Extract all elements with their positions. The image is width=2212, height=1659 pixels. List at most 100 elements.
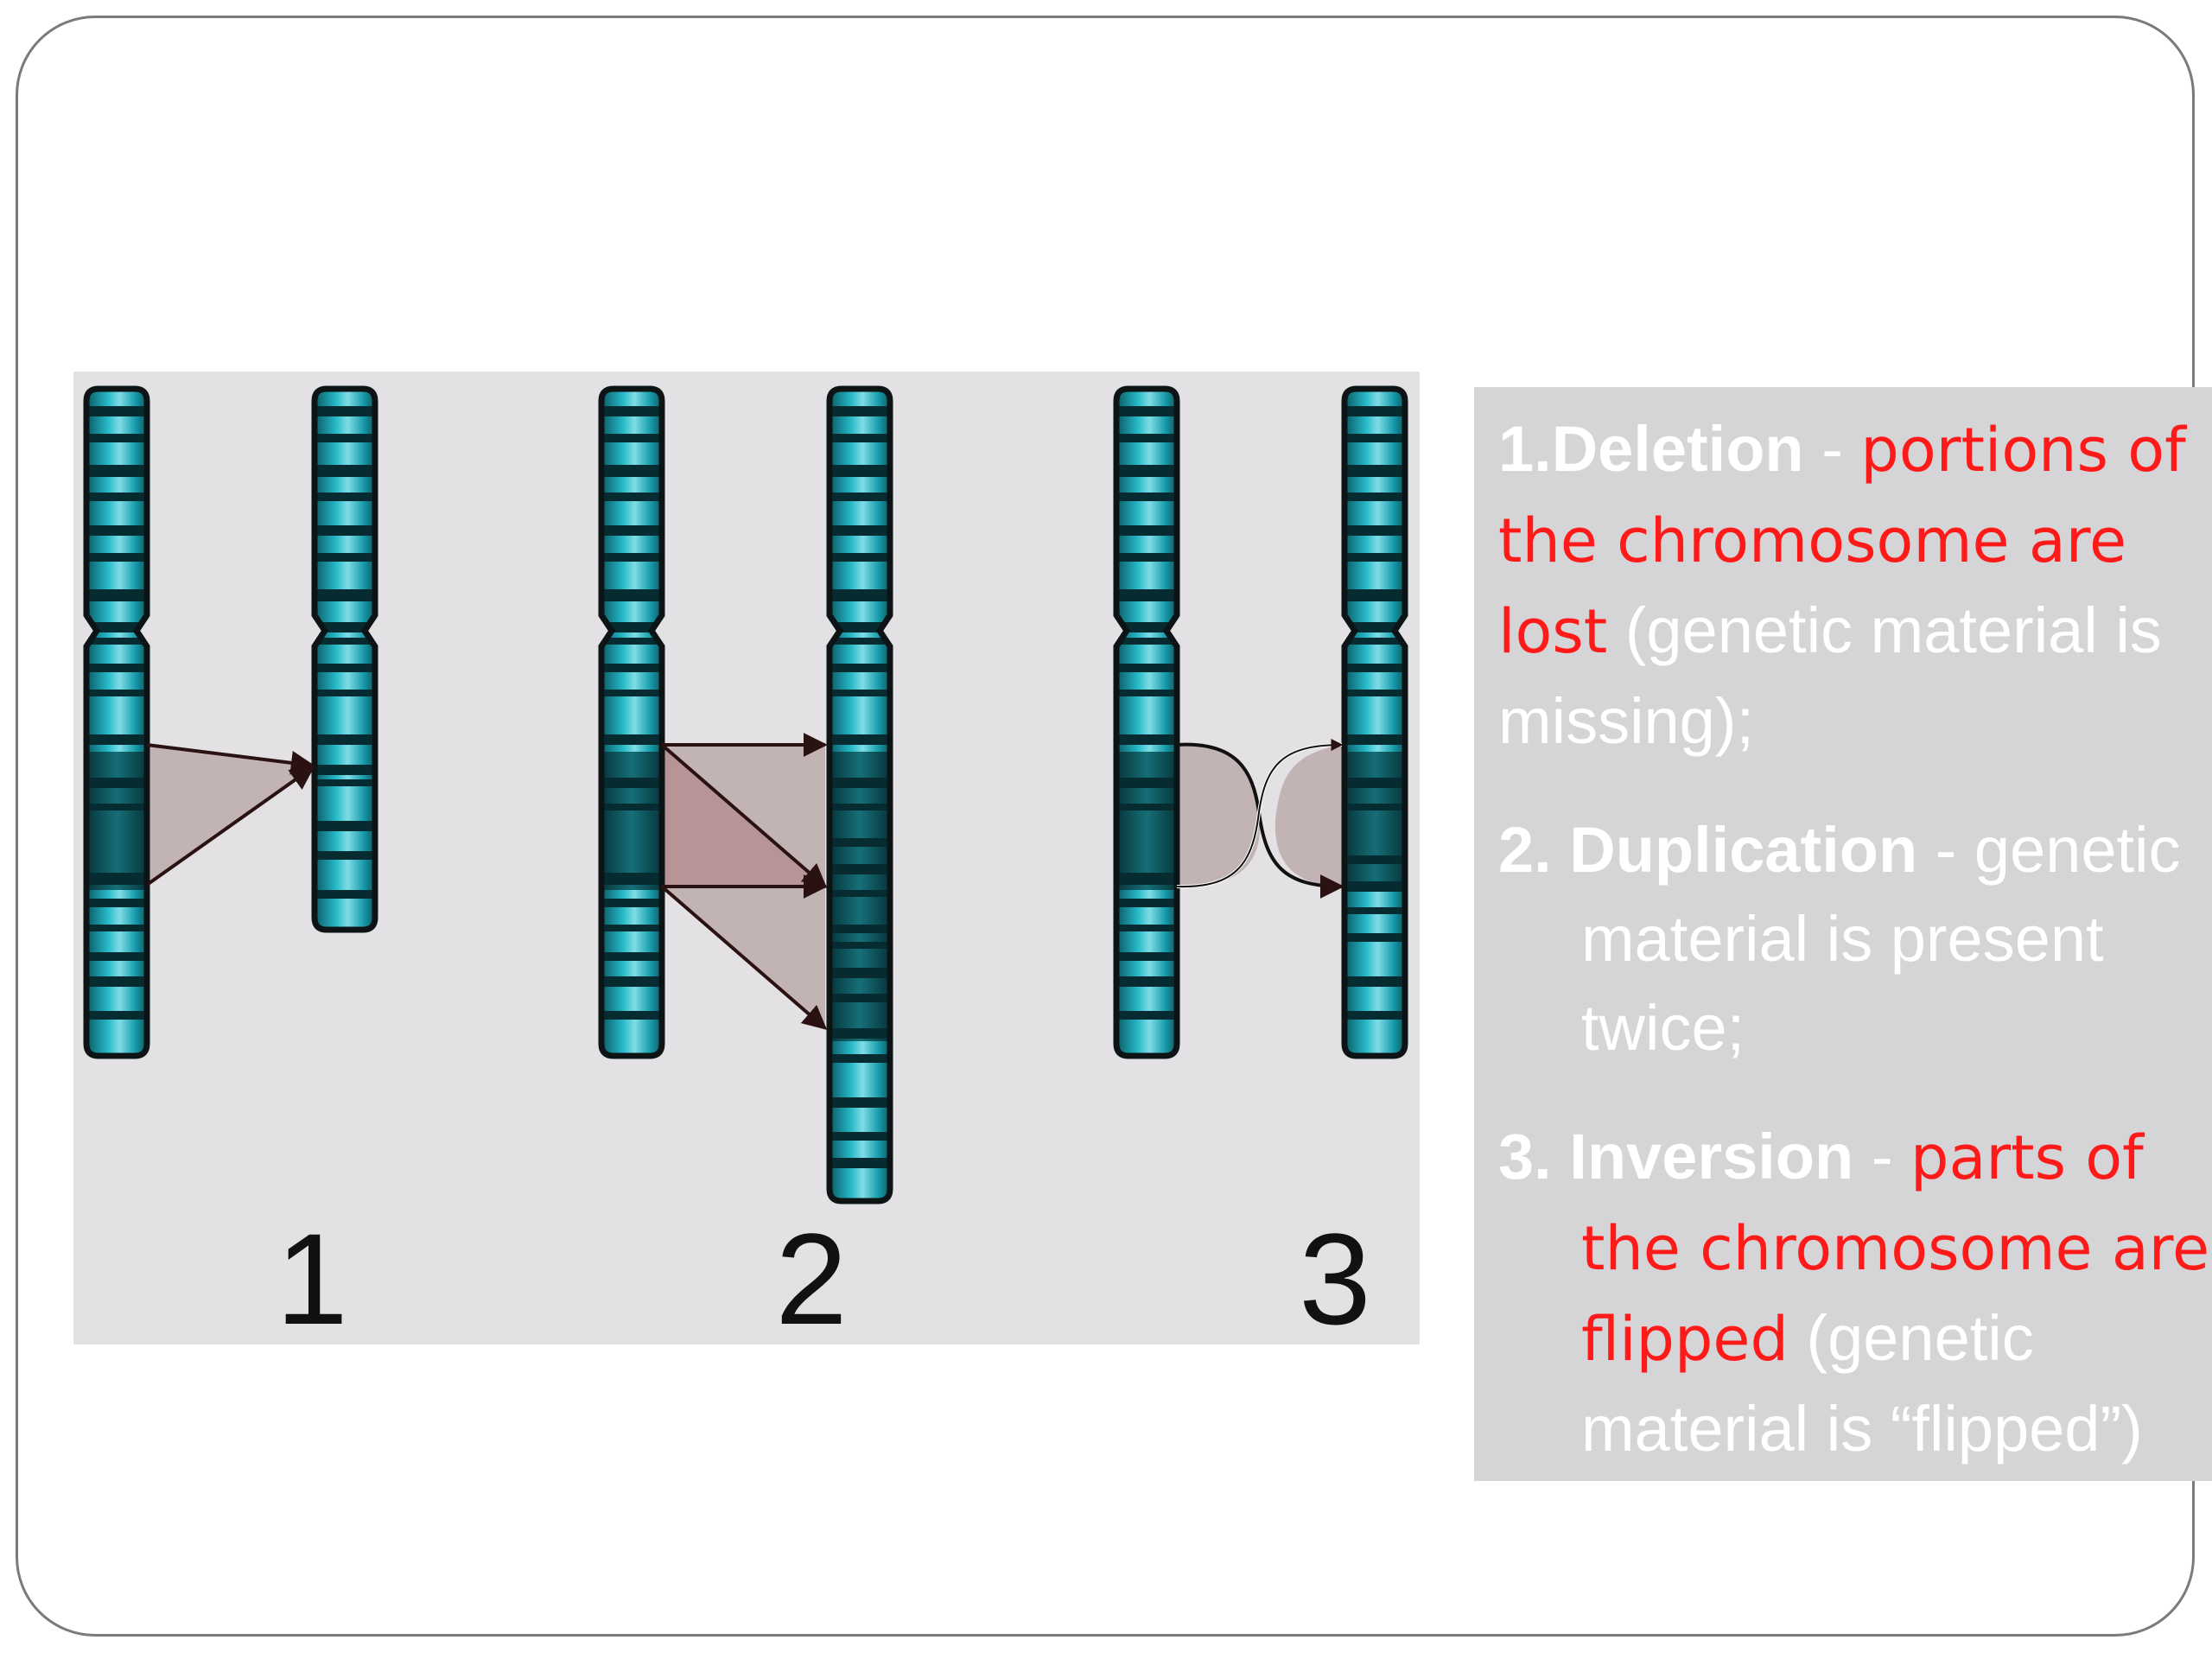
chromosome-band bbox=[1116, 778, 1177, 788]
description-deletion: 1.Deletion - portions of the chromosome … bbox=[1498, 404, 2212, 766]
chromosome-band bbox=[830, 1097, 890, 1108]
chromosome-band bbox=[601, 525, 662, 536]
chromosome-band bbox=[1344, 778, 1405, 788]
chromosome-band bbox=[315, 638, 375, 645]
chromosome-1b bbox=[311, 385, 378, 933]
chromosome-band bbox=[830, 864, 890, 874]
chromosome-band bbox=[1344, 907, 1405, 914]
chromosome-band bbox=[1116, 638, 1177, 645]
arrow-deletion-upper bbox=[146, 743, 315, 775]
chromosome-band bbox=[315, 493, 375, 501]
highlight-deletion: portions of the chromosome are lost bbox=[1498, 415, 2186, 667]
chromosome-band bbox=[830, 690, 890, 696]
term-deletion: 1.Deletion bbox=[1498, 413, 1804, 485]
chromosome-band bbox=[830, 406, 890, 416]
label-deletion-number: 1 bbox=[276, 1206, 348, 1351]
chromosome-band bbox=[315, 690, 375, 696]
chromosome-1a-dark-region bbox=[86, 752, 147, 890]
chromosome-band bbox=[601, 434, 662, 442]
chromosome-band bbox=[1344, 664, 1405, 672]
chromosome-band bbox=[601, 553, 662, 562]
chromosome-band bbox=[601, 976, 662, 987]
chromosome-band bbox=[830, 1158, 890, 1168]
chromosome-band bbox=[601, 925, 662, 931]
chromosome-band bbox=[86, 465, 147, 477]
chromosome-band bbox=[830, 622, 890, 632]
arrow-duplication-lower bbox=[660, 885, 828, 1030]
chromosome-band bbox=[315, 664, 375, 672]
chromosome-band bbox=[1116, 664, 1177, 672]
chromosome-band bbox=[315, 765, 375, 775]
chromosome-3a bbox=[1113, 385, 1180, 1059]
chromosome-band bbox=[830, 525, 890, 536]
chromosome-band bbox=[601, 690, 662, 696]
chromosome-band bbox=[1344, 881, 1405, 892]
chromosome-band bbox=[1344, 553, 1405, 562]
chromosome-band bbox=[1116, 952, 1177, 961]
chromosome-band bbox=[830, 925, 890, 933]
chromosome-band bbox=[1116, 553, 1177, 562]
chromosome-band bbox=[1116, 804, 1177, 810]
description-duplication: 2. Duplication - genetic material is pre… bbox=[1498, 805, 2212, 1072]
chromosome-band bbox=[86, 493, 147, 501]
chromosome-band bbox=[86, 622, 147, 632]
chromosome-band bbox=[601, 664, 662, 672]
chromosome-band bbox=[1344, 493, 1405, 501]
chromosome-band bbox=[601, 622, 662, 632]
chromosome-band bbox=[830, 638, 890, 645]
chromosome-band bbox=[830, 493, 890, 501]
chromosome-2b bbox=[826, 385, 893, 1205]
chromosome-band bbox=[1116, 734, 1177, 745]
chromosome-band bbox=[830, 553, 890, 562]
chromosome-band bbox=[86, 873, 147, 885]
label-inversion-number: 3 bbox=[1299, 1206, 1371, 1351]
rest-inversion: (genetic material is “flipped”) bbox=[1581, 1302, 2143, 1465]
rest-deletion: (genetic material is missing); bbox=[1498, 594, 2162, 757]
chromosome-band bbox=[1116, 493, 1177, 501]
chromosome-band bbox=[1344, 406, 1405, 416]
chromosome-band bbox=[1344, 638, 1405, 645]
chromosome-band bbox=[1116, 873, 1177, 885]
inversion-region-left bbox=[1177, 744, 1261, 887]
chromosome-band bbox=[830, 1132, 890, 1141]
chromosome-band bbox=[86, 976, 147, 987]
chromosome-band bbox=[1116, 434, 1177, 442]
chromosome-band bbox=[86, 406, 147, 416]
chromosome-band bbox=[86, 638, 147, 645]
chromosome-band bbox=[601, 1011, 662, 1020]
chromosome-band bbox=[1116, 690, 1177, 696]
chromosome-band bbox=[315, 406, 375, 416]
chromosome-band bbox=[601, 493, 662, 501]
chromosome-band bbox=[86, 952, 147, 961]
chromosome-3a-dark-region bbox=[1116, 752, 1177, 890]
chromosome-band bbox=[830, 804, 890, 810]
chromosome-band bbox=[830, 664, 890, 672]
chromosome-3b-dark-region bbox=[1344, 752, 1405, 890]
separator: - bbox=[1803, 413, 1861, 485]
chromosome-band bbox=[86, 589, 147, 601]
chromosome-band bbox=[86, 925, 147, 931]
arrow-duplication-diagonal bbox=[660, 743, 828, 888]
chromosome-band bbox=[1116, 1011, 1177, 1020]
chromosome-band bbox=[1344, 622, 1405, 632]
chromosome-band bbox=[830, 778, 890, 788]
chromosome-band bbox=[86, 434, 147, 442]
chromosome-band bbox=[1344, 690, 1405, 696]
chromosome-band bbox=[1116, 589, 1177, 601]
chromosome-band bbox=[315, 821, 375, 831]
chromosome-band bbox=[86, 778, 147, 788]
chromosome-band bbox=[601, 778, 662, 788]
chromosome-band bbox=[1344, 804, 1405, 810]
chromosome-band bbox=[1344, 434, 1405, 442]
chromosome-band bbox=[1344, 525, 1405, 536]
chromosome-band bbox=[86, 899, 147, 907]
chromosome-band bbox=[1344, 589, 1405, 601]
chromosome-band bbox=[1344, 933, 1405, 942]
chromosome-band bbox=[601, 638, 662, 645]
chromosome-band bbox=[315, 589, 375, 601]
chromosome-3b bbox=[1341, 385, 1408, 1059]
chromosome-band bbox=[315, 525, 375, 536]
inversion-region-right bbox=[1274, 745, 1344, 887]
chromosome-band bbox=[315, 851, 375, 860]
chromosome-band bbox=[830, 1054, 890, 1063]
